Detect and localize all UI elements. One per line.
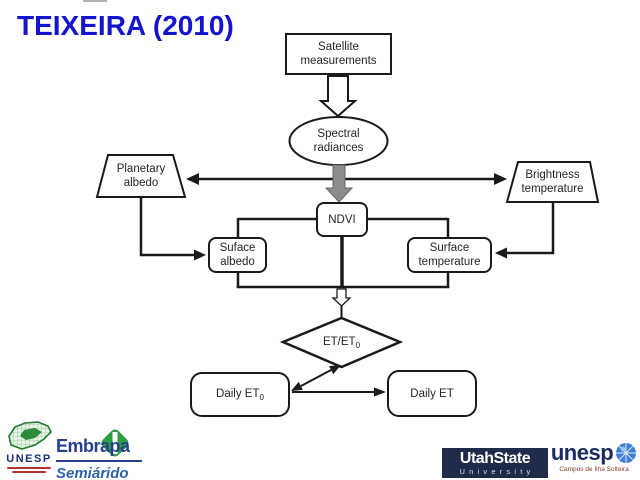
node-daily-et: Daily ET <box>387 370 477 417</box>
top-edge-mark <box>83 0 107 2</box>
sao-paulo-map-icon <box>8 421 52 450</box>
planetary-trapezoid-shape <box>95 154 187 198</box>
node-et-ratio: ET/ET0 <box>283 318 400 367</box>
unesp-right-logo: unesp Campus de Ilha Solteira <box>550 442 638 473</box>
unesp-right-wordmark: unesp <box>550 440 614 465</box>
embrapa-unit: Semiárido <box>56 465 129 480</box>
daily-et-label: Daily ET <box>410 387 454 400</box>
dailyet0-to-dailyet-arrow <box>292 387 386 397</box>
unesp-ilha-solteira-logo: UNESP <box>2 420 56 473</box>
node-spectral-radiances: Spectral radiances <box>290 117 387 165</box>
node-planetary-albedo: Planetary albedo <box>97 155 185 197</box>
node-surface-temperature: Surface temperature <box>407 237 492 273</box>
surface-temperature-label-line2: temperature <box>418 256 481 268</box>
surface-temperature-label-line1: Surface <box>429 242 470 254</box>
unesp-left-caption-bar2 <box>12 470 46 473</box>
embrapa-leaf-icon <box>101 429 129 457</box>
planetary-label-line2: albedo <box>123 177 159 189</box>
et-ratio-label: ET/ET0 <box>323 335 360 350</box>
satellite-label-line2: measurements <box>300 55 377 67</box>
embrapa-semiarido-logo: Embrapa Semiárido <box>56 427 146 480</box>
brightness-trapezoid-shape <box>505 161 600 203</box>
unesp-left-caption-bar1 <box>7 466 51 469</box>
unesp-campus-caption: Campus de Ilha Solteira <box>559 466 629 473</box>
planetary-to-albedo-arrow <box>139 197 206 261</box>
node-brightness-temperature: Brightness temperature <box>507 162 598 202</box>
brightness-to-temperature-arrow <box>495 202 555 259</box>
surface-albedo-label-line1: Suface <box>219 242 256 254</box>
node-satellite-measurements: Satellite measurements <box>285 33 392 75</box>
et-ratio-label-main: ET/ET <box>322 336 356 348</box>
utah-state-logo: UtahState University <box>442 448 548 478</box>
utah-state-university: University <box>459 466 535 476</box>
et-ratio-label-sub: 0 <box>355 341 361 350</box>
daily-et0-label: Daily ET0 <box>216 387 264 402</box>
planetary-label-line1: Planetary <box>116 163 166 175</box>
brightness-label-line1: Brightness <box>525 169 580 181</box>
satellite-label-line1: Satellite <box>318 41 359 53</box>
ndvi-label: NDVI <box>328 213 356 226</box>
et-ratio-diamond-shape <box>279 316 404 369</box>
embrapa-divider <box>56 460 142 462</box>
daily-et0-label-main: Daily ET <box>216 388 260 400</box>
diamond-dailyet0-double-arrow <box>291 365 341 391</box>
down-block-arrow-icon <box>318 75 358 118</box>
slide-title: TEIXEIRA (2010) <box>17 10 234 41</box>
gray-block-arrow-icon <box>324 164 354 203</box>
brightness-label-line2: temperature <box>521 183 584 195</box>
horizontal-double-arrow <box>186 173 507 185</box>
node-daily-et0: Daily ET0 <box>190 372 290 417</box>
node-ndvi: NDVI <box>316 202 368 237</box>
utah-state-name: UtahState <box>459 449 531 467</box>
unesp-globe-icon <box>616 443 637 463</box>
embrapa-wordmark: Embrapa <box>56 436 130 456</box>
small-hollow-arrow-icon <box>331 288 352 307</box>
spectral-label-line2: radiances <box>313 142 364 154</box>
surface-albedo-label-line2: albedo <box>220 256 255 268</box>
node-surface-albedo: Suface albedo <box>208 237 267 273</box>
daily-et0-label-sub: 0 <box>259 393 264 402</box>
unesp-left-acronym: UNESP <box>6 453 52 465</box>
spectral-label-line1: Spectral <box>317 128 360 140</box>
